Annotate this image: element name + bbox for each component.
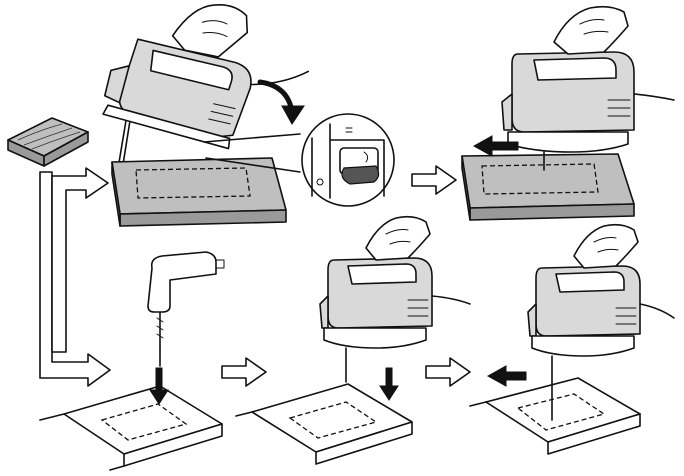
rotate-down-arrow bbox=[257, 79, 305, 125]
board-bottom-right bbox=[469, 377, 641, 455]
jigsaw-icon-upright-mid bbox=[319, 215, 471, 383]
board-bottom-left bbox=[39, 385, 223, 471]
step-arrow-bottom-2 bbox=[425, 357, 471, 387]
jigsaw-icon-upright-right bbox=[527, 223, 675, 421]
hand-icon bbox=[553, 5, 629, 55]
hand-icon bbox=[573, 223, 639, 269]
push-left-arrow-bottom bbox=[486, 365, 527, 387]
board-top-right bbox=[461, 153, 635, 221]
step-arrow-bottom-1 bbox=[221, 357, 267, 387]
wood-block-icon bbox=[7, 117, 89, 167]
drill-icon bbox=[147, 251, 225, 367]
lower-down-arrow bbox=[379, 367, 399, 401]
jigsaw-icon-upright-top bbox=[501, 5, 675, 171]
lever-detail-zoom bbox=[203, 113, 395, 207]
board-bottom-middle bbox=[235, 383, 413, 465]
hand-icon bbox=[365, 215, 431, 261]
step-arrow-top bbox=[411, 165, 457, 195]
push-left-arrow-top bbox=[472, 135, 519, 157]
drill-down-arrow bbox=[149, 367, 169, 405]
hand-icon bbox=[171, 4, 249, 58]
jigsaw-icon-tilted bbox=[102, 4, 310, 163]
left-connector-arrows bbox=[39, 167, 111, 387]
board-top-left bbox=[111, 157, 287, 227]
lever-icon bbox=[341, 165, 380, 185]
